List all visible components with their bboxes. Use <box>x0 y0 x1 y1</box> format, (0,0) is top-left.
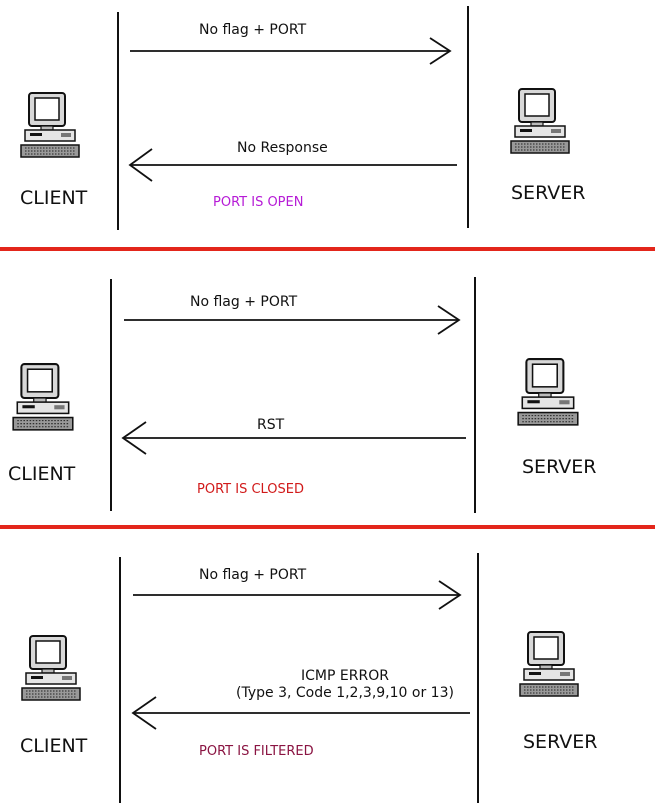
request-arrow <box>130 37 452 65</box>
client-computer-icon <box>20 92 80 158</box>
request-label: No flag + PORT <box>199 567 307 583</box>
request-arrow <box>133 580 462 610</box>
client-timeline <box>119 557 121 803</box>
server-label: SERVER <box>522 456 597 478</box>
request-label: No flag + PORT <box>199 22 307 38</box>
section-divider <box>0 525 655 529</box>
request-arrow <box>124 305 461 335</box>
client-label: CLIENT <box>20 187 88 209</box>
response-arrow <box>121 421 466 455</box>
server-timeline <box>467 6 469 228</box>
client-label: CLIENT <box>8 463 76 485</box>
client-timeline <box>117 12 119 230</box>
status-label: PORT IS FILTERED <box>199 744 314 759</box>
response-label: ICMP ERROR (Type 3, Code 1,2,3,9,10 or 1… <box>228 668 462 702</box>
server-timeline <box>477 553 479 803</box>
response-label: No Response <box>237 140 328 156</box>
scenario-filtered: No flag + PORT ICMP ERROR (Type 3, Code … <box>0 529 655 803</box>
client-timeline <box>110 279 112 511</box>
server-timeline <box>474 277 476 513</box>
scenario-closed: No flag + PORT RST CLIENT SERVER PORT IS… <box>0 251 655 525</box>
response-arrow <box>128 148 457 182</box>
response-arrow <box>131 696 470 730</box>
client-label: CLIENT <box>20 735 88 757</box>
response-label-line1: ICMP ERROR <box>301 668 389 684</box>
server-label: SERVER <box>523 731 598 753</box>
server-computer-icon <box>517 358 579 426</box>
client-computer-icon <box>12 363 74 431</box>
status-label: PORT IS OPEN <box>213 195 304 210</box>
section-divider <box>0 247 655 251</box>
server-computer-icon <box>519 631 579 697</box>
client-computer-icon <box>21 635 81 701</box>
server-label: SERVER <box>511 182 586 204</box>
status-label: PORT IS CLOSED <box>197 482 305 497</box>
response-label: RST <box>257 417 285 433</box>
request-label: No flag + PORT <box>190 294 298 310</box>
scenario-open: No flag + PORT No Response CLIENT SERVER… <box>0 0 655 248</box>
server-computer-icon <box>510 88 570 154</box>
response-label-line2: (Type 3, Code 1,2,3,9,10 or 13) <box>236 685 454 701</box>
